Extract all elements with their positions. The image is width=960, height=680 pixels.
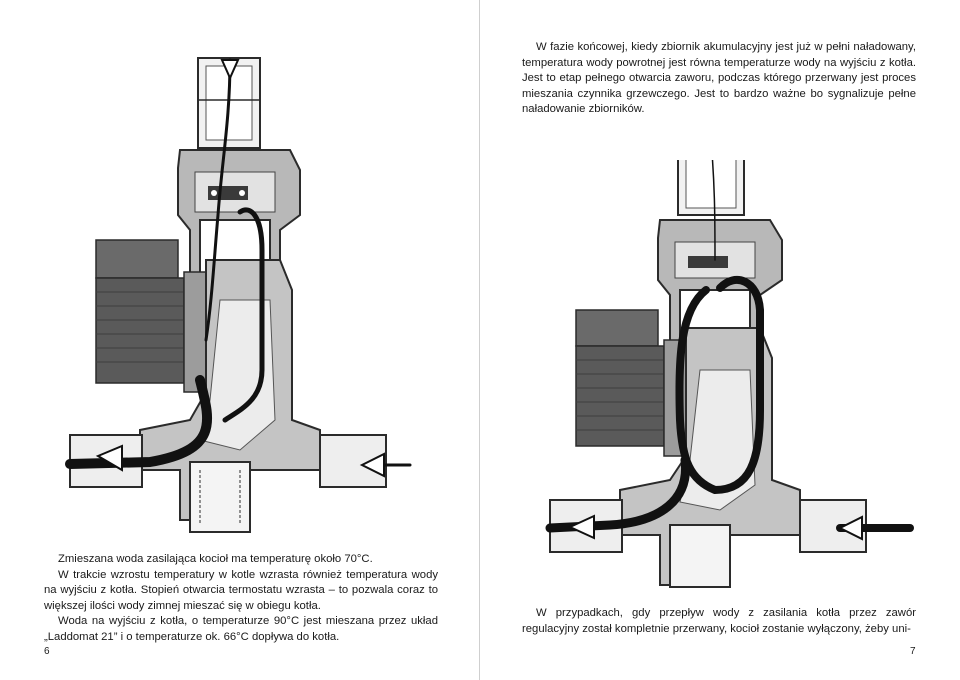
valve-diagram-right: [545, 160, 914, 588]
pump-motor: [575, 309, 659, 347]
caption-block: Zmieszana woda zasilająca kocioł ma temp…: [44, 552, 438, 646]
flow-line-supply: [711, 160, 716, 261]
flow-line-main: [65, 375, 213, 469]
flow-line-return: [222, 207, 265, 423]
right-page: W fazie końcowej, kiedy zbiornik akumula…: [480, 0, 960, 680]
flow-line-supply: [204, 58, 232, 342]
page-number-right: 7: [910, 646, 916, 657]
left-page: Zmieszana woda zasilająca kocioł ma temp…: [44, 57, 438, 657]
flow-line-loop: [675, 275, 764, 495]
book-spine: [479, 0, 480, 680]
arrow-top-icon: [220, 59, 240, 81]
check-valve: [669, 524, 731, 588]
caption-paragraph-1: Zmieszana woda zasilająca kocioł ma temp…: [58, 553, 373, 565]
valve-diagram-left: [65, 57, 412, 533]
bottom-paragraph: W przypadkach, gdy przepływ wody z zasil…: [522, 607, 916, 635]
caption-paragraph-3: Woda na wyjściu z kotła, o temperaturze …: [44, 615, 438, 643]
arrow-right-icon: [837, 515, 863, 541]
thermostat-element: [208, 186, 248, 200]
page-number-left: 6: [44, 646, 50, 657]
thermostat-element: [688, 256, 728, 268]
pump-motor: [95, 239, 179, 279]
check-valve: [189, 461, 251, 533]
arrow-left-icon: [567, 514, 595, 540]
caption-paragraph-2: W trakcie wzrostu temperatury w kotle wz…: [44, 568, 438, 612]
intro-paragraph: W fazie końcowej, kiedy zbiornik akumula…: [522, 41, 916, 116]
arrow-left-icon: [95, 444, 123, 472]
arrow-right-icon: [359, 452, 385, 478]
flow-line-main: [545, 455, 691, 533]
